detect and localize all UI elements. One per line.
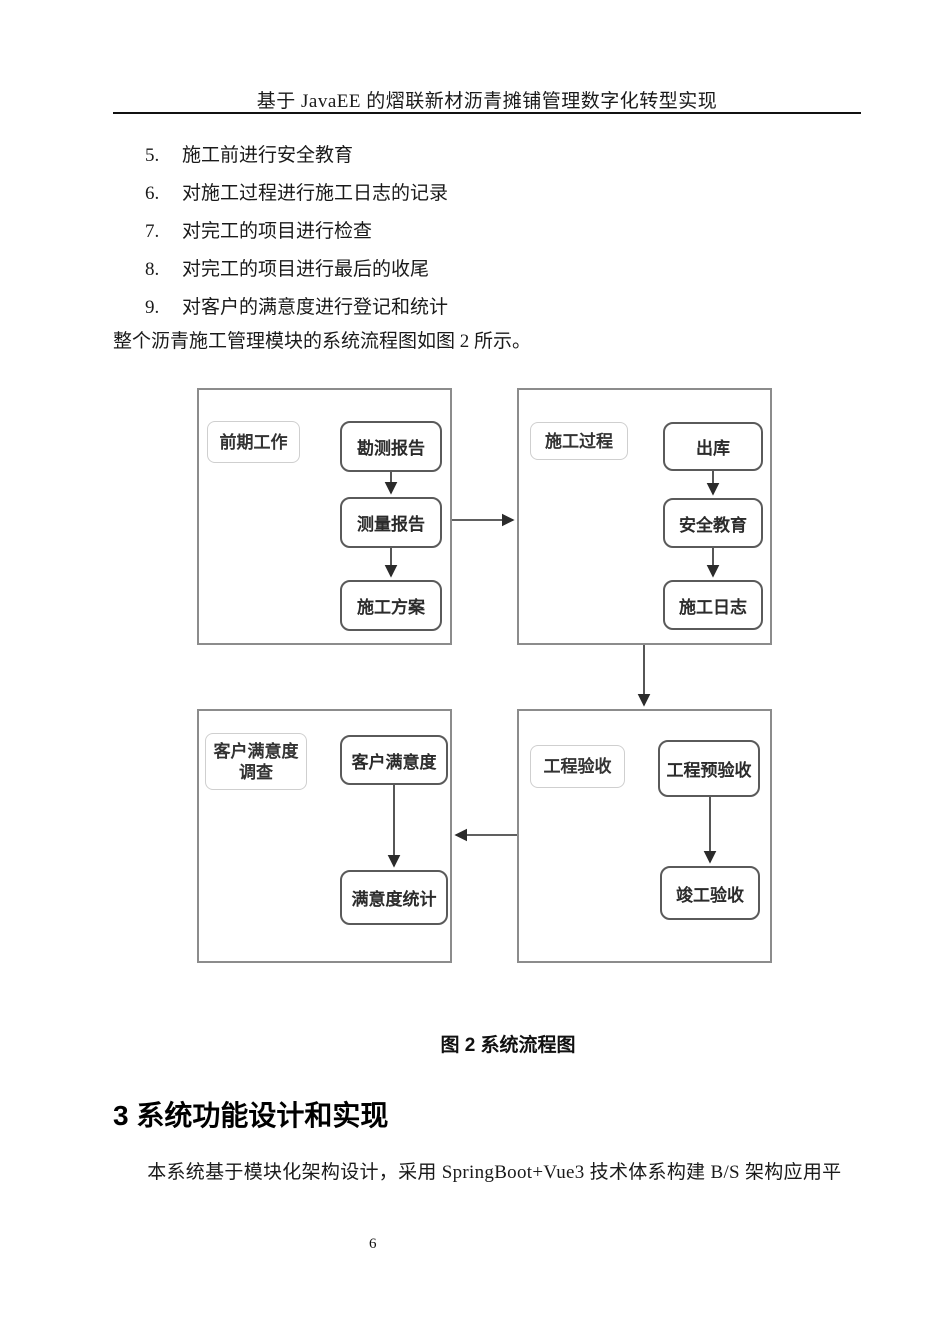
- list-item-text: 对完工的项目进行最后的收尾: [182, 259, 430, 280]
- list-item-number: 9.: [145, 297, 160, 318]
- flow-group-label: 客户满意度调查: [205, 733, 307, 790]
- list-item: 8. 对完工的项目进行最后的收尾: [145, 258, 448, 296]
- list-item-text: 对完工的项目进行检查: [182, 221, 373, 242]
- list-item-number: 7.: [145, 221, 160, 242]
- flow-node-customer-satisfaction: 客户满意度: [340, 735, 448, 785]
- list-item-number: 6.: [145, 183, 160, 204]
- list-item: 6. 对施工过程进行施工日志的记录: [145, 182, 448, 220]
- list-item: 5. 施工前进行安全教育: [145, 144, 448, 182]
- flow-node-satisfaction-stats: 满意度统计: [340, 870, 448, 925]
- list-item-number: 5.: [145, 145, 160, 166]
- flow-node-outbound: 出库: [663, 422, 763, 471]
- figure-caption: 图 2 系统流程图: [440, 1035, 576, 1056]
- list-item: 7. 对完工的项目进行检查: [145, 220, 448, 258]
- intro-paragraph: 整个沥青施工管理模块的系统流程图如图 2 所示。: [113, 331, 532, 352]
- flow-node-survey-report: 勘测报告: [340, 421, 442, 472]
- flow-node-safety-education: 安全教育: [663, 498, 763, 548]
- page-number: 6: [369, 1236, 377, 1252]
- flow-node-measure-report: 测量报告: [340, 497, 442, 548]
- flow-node-construction-log: 施工日志: [663, 580, 763, 630]
- flow-group-label: 工程验收: [530, 745, 625, 788]
- body-paragraph: 本系统基于模块化架构设计，采用 SpringBoot+Vue3 技术体系构建 B…: [147, 1162, 842, 1183]
- numbered-list: 5. 施工前进行安全教育 6. 对施工过程进行施工日志的记录 7. 对完工的项目…: [145, 144, 448, 334]
- flow-node-construction-plan: 施工方案: [340, 580, 442, 631]
- flow-group-label: 前期工作: [207, 421, 300, 463]
- header-rule: [113, 112, 861, 114]
- page-header-title: 基于 JavaEE 的熠联新材沥青摊铺管理数字化转型实现: [256, 91, 718, 112]
- flow-node-final-acceptance: 竣工验收: [660, 866, 760, 920]
- list-item: 9. 对客户的满意度进行登记和统计: [145, 296, 448, 334]
- section-heading: 3 系统功能设计和实现: [113, 1100, 389, 1131]
- list-item-text: 施工前进行安全教育: [182, 145, 354, 166]
- flow-node-pre-acceptance: 工程预验收: [658, 740, 760, 797]
- list-item-text: 对客户的满意度进行登记和统计: [182, 297, 449, 318]
- flow-group-label: 施工过程: [530, 422, 628, 460]
- list-item-text: 对施工过程进行施工日志的记录: [182, 183, 449, 204]
- list-item-number: 8.: [145, 259, 160, 280]
